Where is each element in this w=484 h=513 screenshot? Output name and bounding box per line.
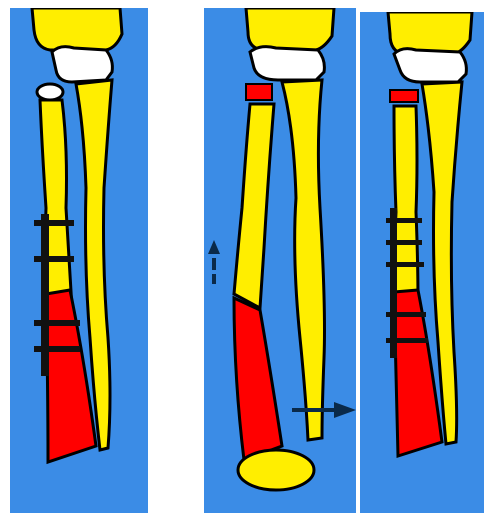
panel-3-screw	[386, 312, 426, 317]
panel-2-radial-head	[246, 84, 272, 100]
diagram-panel-1	[10, 8, 148, 513]
panel-3-screw	[386, 262, 424, 267]
panel-3-radial-head	[390, 90, 418, 102]
panel-1-epiphysis	[52, 47, 112, 82]
panel-1-illustration	[10, 8, 148, 513]
diagram-panel-2	[204, 8, 356, 513]
panel-1-upper-bone	[32, 8, 122, 50]
panel-1-screw	[34, 220, 74, 226]
diagram-panel-3	[360, 12, 484, 513]
panel-3-epiphysis	[394, 49, 466, 82]
panel-3-screw	[386, 338, 428, 343]
panel-2-illustration	[204, 8, 356, 513]
panel-1-screw	[34, 256, 74, 262]
panel-3-plate	[390, 208, 397, 358]
panel-3-upper-bone	[388, 12, 472, 54]
panel-1-screw	[34, 320, 80, 326]
panel-3-screw	[386, 218, 422, 223]
panel-2-epiphysis	[250, 47, 324, 80]
panel-2-upper-bone	[246, 8, 334, 50]
panel-3-screw	[386, 240, 422, 245]
panel-1-radial-head-cartilage	[37, 84, 63, 100]
panel-3-radius	[394, 106, 418, 302]
panel-2-distal-fragment	[238, 450, 314, 490]
panel-1-screw	[34, 346, 80, 352]
panel-3-illustration	[360, 12, 484, 513]
